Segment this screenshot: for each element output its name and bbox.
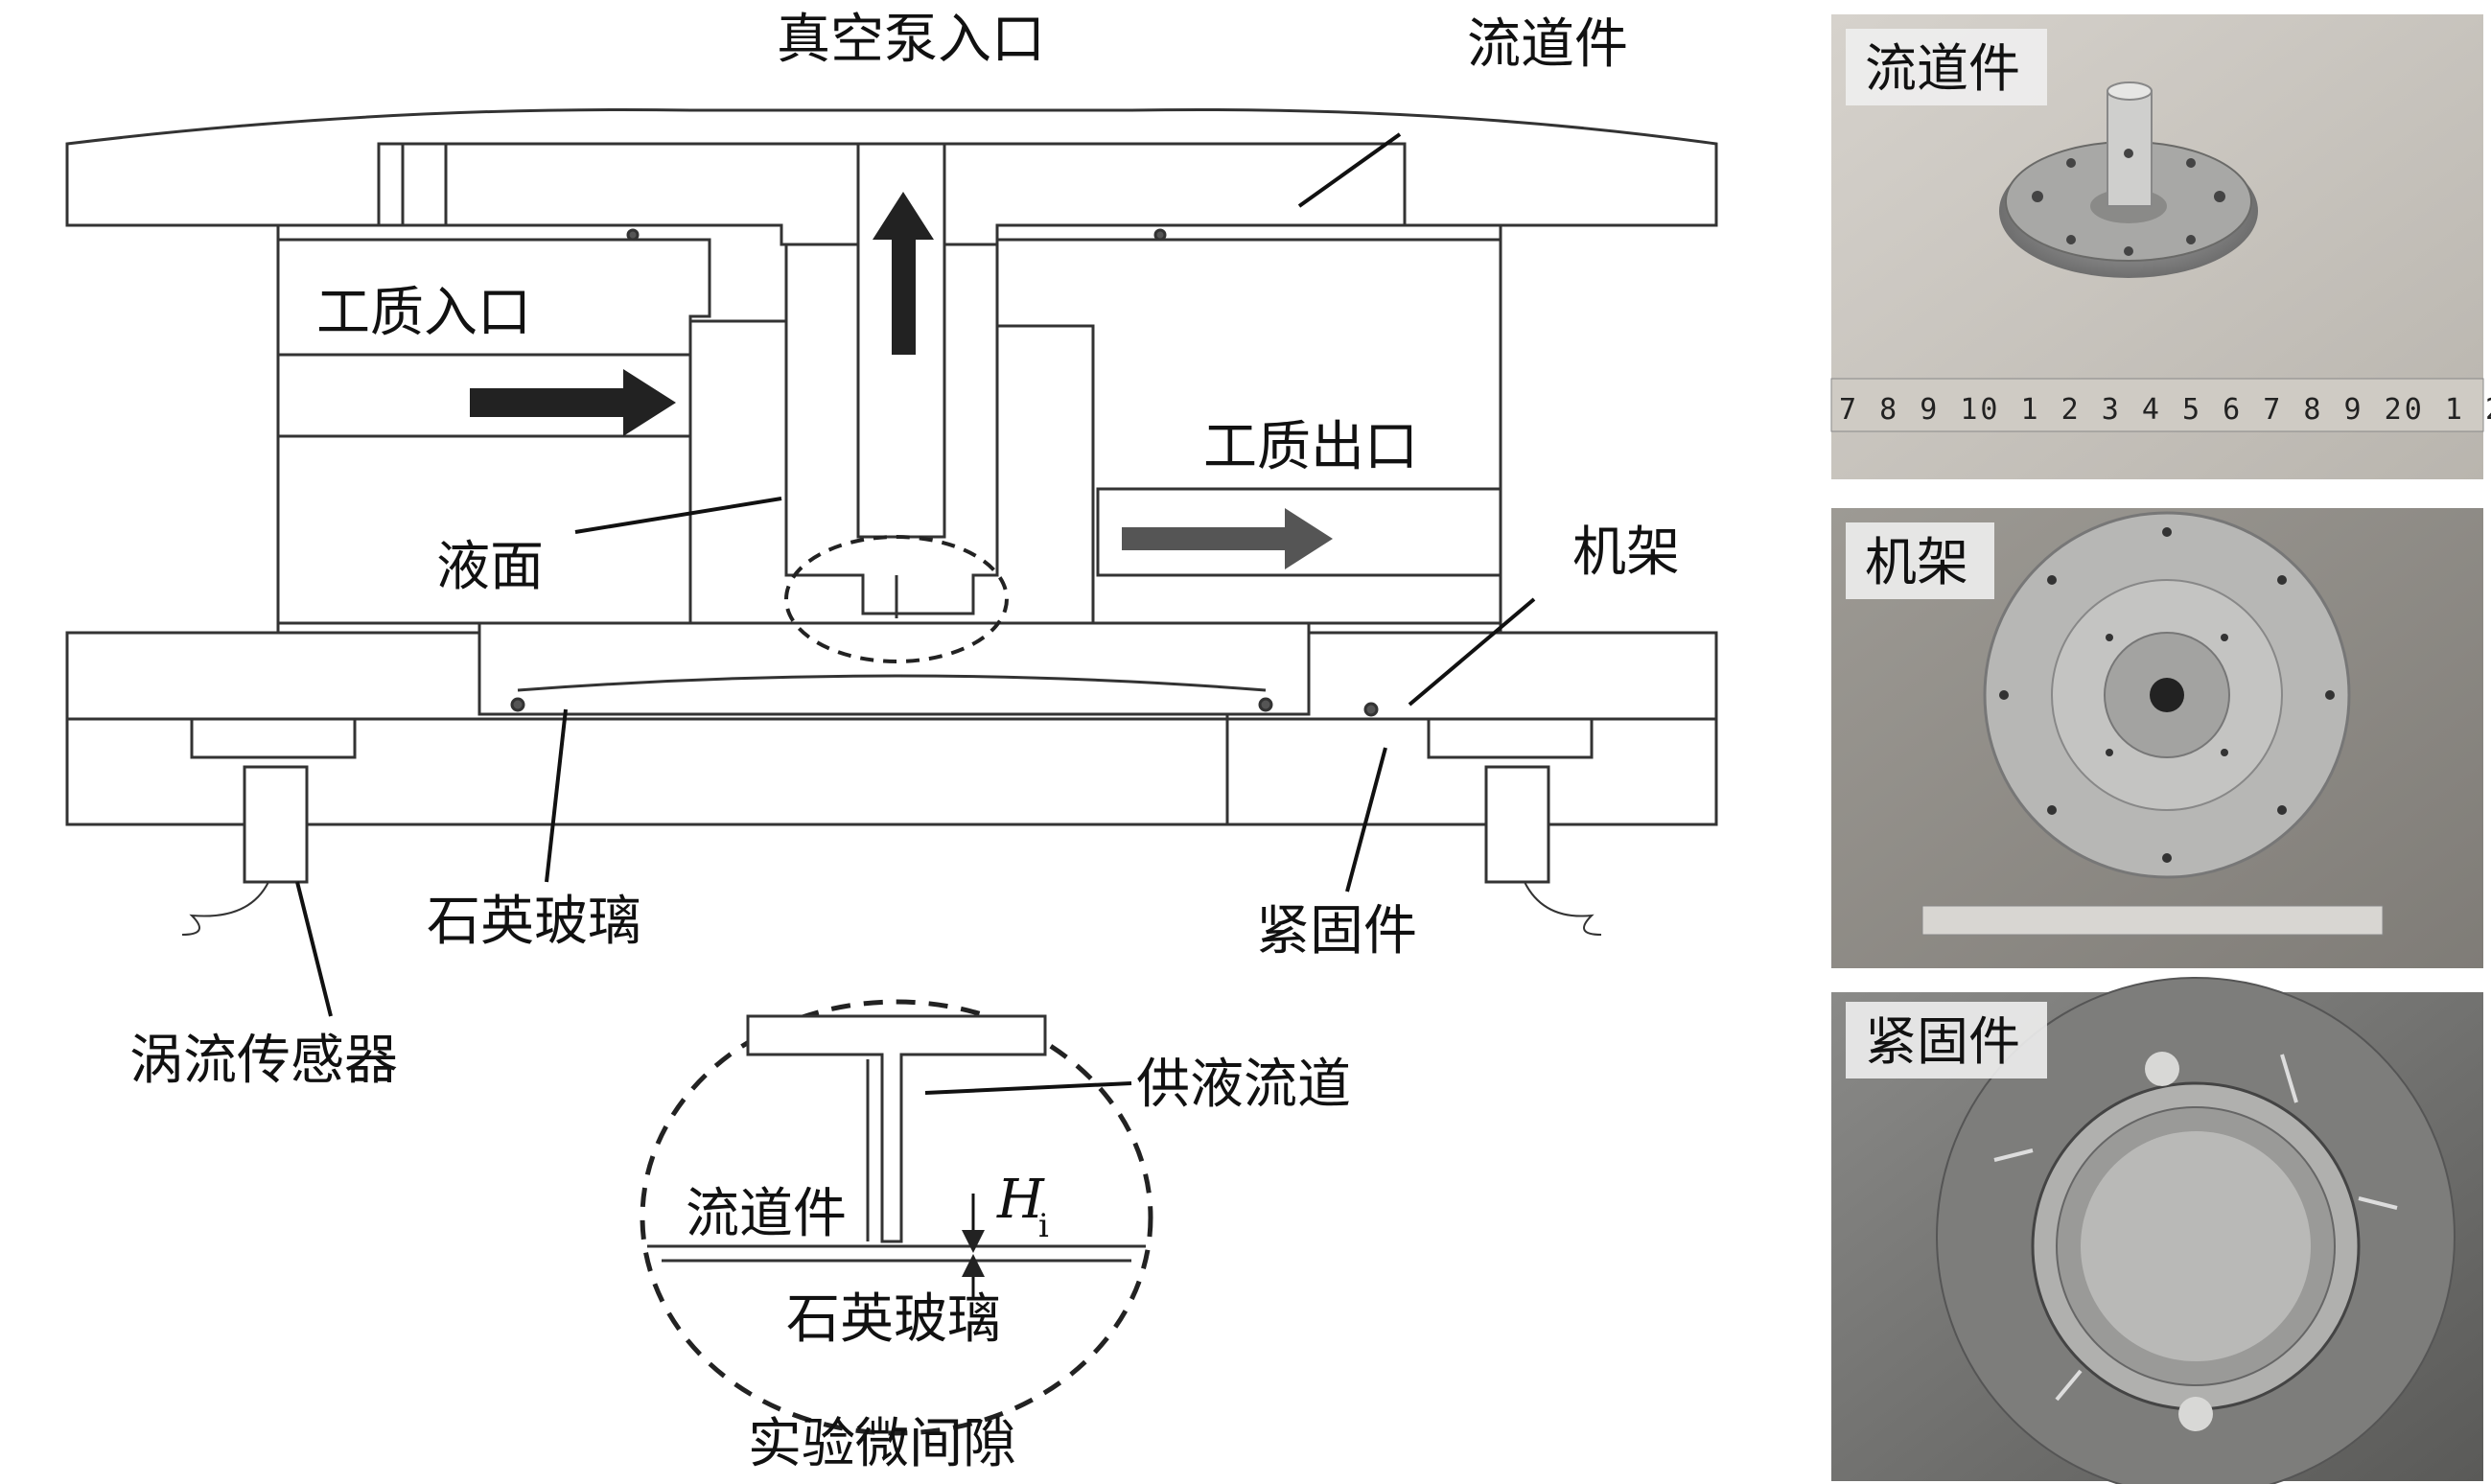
outlet-arrow [1122, 508, 1333, 569]
eddy-sensor-right [1484, 765, 1550, 884]
ruler-2 [1921, 905, 2384, 936]
diagram-labels: 真空泵入口 流道件 工质入口 工质出口 液面 机架 石英玻璃 紧固件 涡流传感器… [129, 9, 1680, 1475]
label-gap-symbol: H [996, 1169, 1045, 1231]
label-detail-quartz: 石英玻璃 [786, 1288, 1001, 1351]
label-quartz-glass: 石英玻璃 [427, 891, 641, 953]
flow-arrows [470, 192, 1333, 569]
photo-label-flow-part: 流道件 [1865, 38, 2020, 99]
label-supply-channel: 供液流道 [1136, 1054, 1351, 1116]
photo-frame: 机架 [1831, 508, 2483, 968]
sensor-mount-left [190, 717, 357, 759]
photo-label-fastener: 紧固件 [1865, 1011, 2020, 1072]
detail-marker-circle [784, 535, 1009, 663]
label-flow-part: 流道件 [1467, 13, 1628, 76]
eddy-sensor-left [243, 765, 309, 884]
inlet-arrow [470, 369, 676, 436]
detail-view [640, 999, 1153, 1436]
label-fastener: 紧固件 [1256, 900, 1417, 962]
photo-fastener: 紧固件 [1831, 977, 2483, 1484]
leader-lines [295, 132, 1536, 1017]
label-medium-inlet: 工质入口 [316, 282, 531, 344]
detail-flow-part [746, 1014, 1047, 1243]
label-gap-subscript: i [1038, 1207, 1049, 1245]
ruler-1-numbers: 7 8 9 10 1 2 3 4 5 6 7 8 9 20 1 2 3 4 5 [1839, 393, 2491, 427]
ruler-1 [1830, 378, 2484, 432]
label-detail-caption: 实验微间隙 [748, 1413, 1016, 1475]
vacuum-arrow [873, 192, 934, 355]
label-eddy-sensor: 涡流传感器 [129, 1030, 398, 1092]
label-liquid-surface: 液面 [436, 536, 544, 598]
sensor-mount-right [1427, 717, 1594, 759]
lower-plate [477, 621, 1311, 716]
label-vacuum-inlet: 真空泵入口 [777, 9, 1045, 71]
photo-label-frame: 机架 [1865, 532, 1968, 592]
bottom-plate [65, 717, 1718, 826]
cross-section-drawing [65, 107, 1718, 936]
quartz-glass-surface [517, 674, 1267, 692]
label-detail-flow-part: 流道件 [686, 1183, 847, 1245]
flow-part-tube [2107, 90, 2153, 207]
label-medium-outlet: 工质出口 [1203, 416, 1418, 478]
label-frame: 机架 [1572, 522, 1680, 584]
detail-circle [640, 999, 1153, 1436]
photo-flow-part: 7 8 9 10 1 2 3 4 5 6 7 8 9 20 1 2 3 4 5 … [1830, 14, 2491, 479]
